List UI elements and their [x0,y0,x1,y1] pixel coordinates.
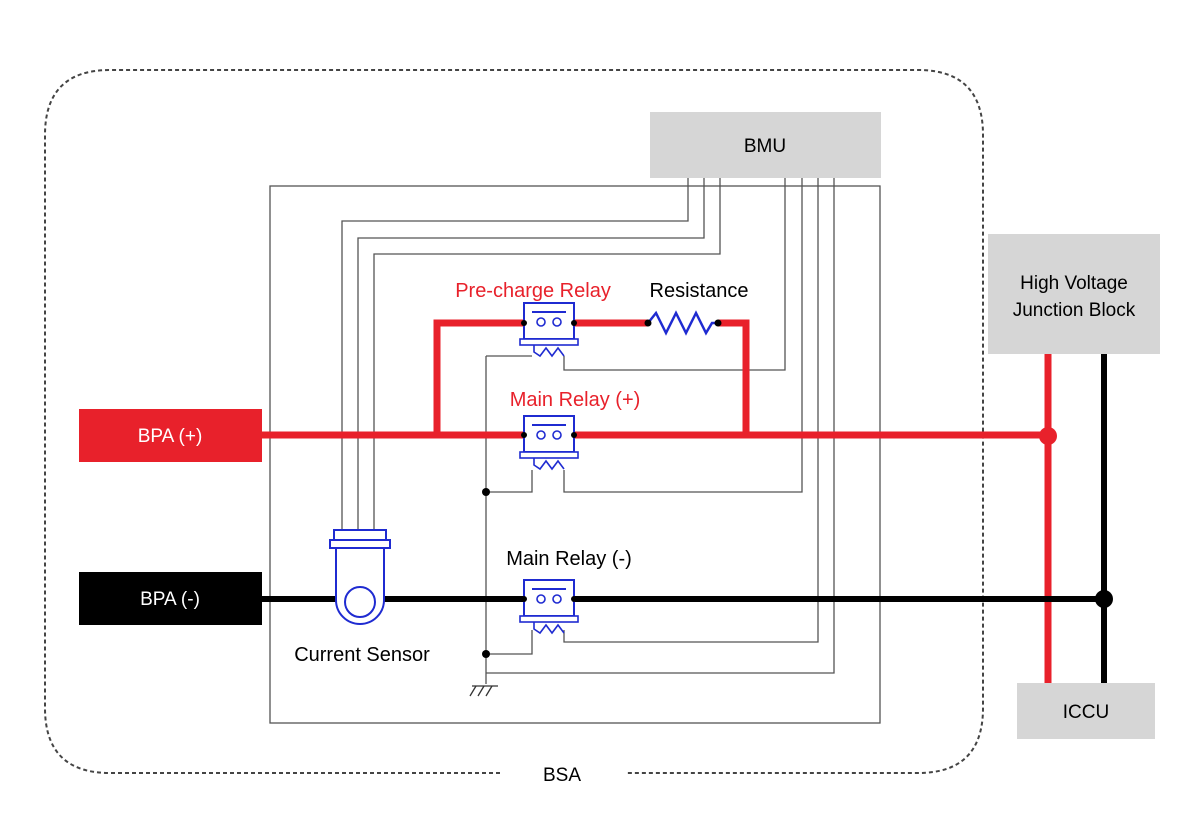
main-relay-pos-icon [519,415,579,471]
bpa-neg-terminal [79,572,262,625]
main-relay-neg-label: Main Relay (-) [506,548,632,570]
hv-junction-block-label-line1: High Voltage [1020,273,1128,294]
precharge-relay-label: Pre-charge Relay [455,280,611,302]
iccu-label: ICCU [1063,702,1109,723]
hv-junction-block-label-line2: Junction Block [1013,300,1136,321]
negative-junction-dot [1095,590,1113,608]
resistance-icon [644,310,722,336]
ground-symbol [469,685,498,697]
negative-hv-path [262,354,1107,683]
current-sensor-icon [329,529,391,625]
current-sensor-label: Current Sensor [294,644,430,666]
bmu-box [650,112,881,178]
bpa-pos-label: BPA (+) [138,426,203,447]
signal-wires [341,178,835,684]
bsa-label: BSA [543,765,581,786]
bmu-label: BMU [744,136,786,157]
ground-junction-dot [482,488,490,496]
main-relay-neg-icon [519,579,579,635]
bpa-neg-label: BPA (-) [140,589,200,610]
iccu-box [1017,683,1155,739]
main-relay-pos-label: Main Relay (+) [510,389,641,411]
bpa-pos-terminal [79,409,262,462]
hv-junction-block-box [988,234,1160,354]
positive-hv-path [262,319,1052,683]
bsa-boundary [44,69,984,774]
ground-junction-dot [482,650,490,658]
resistance-label: Resistance [650,280,749,302]
precharge-relay-icon [519,302,579,358]
inner-frame [269,185,881,724]
positive-junction-dot [1039,427,1057,445]
